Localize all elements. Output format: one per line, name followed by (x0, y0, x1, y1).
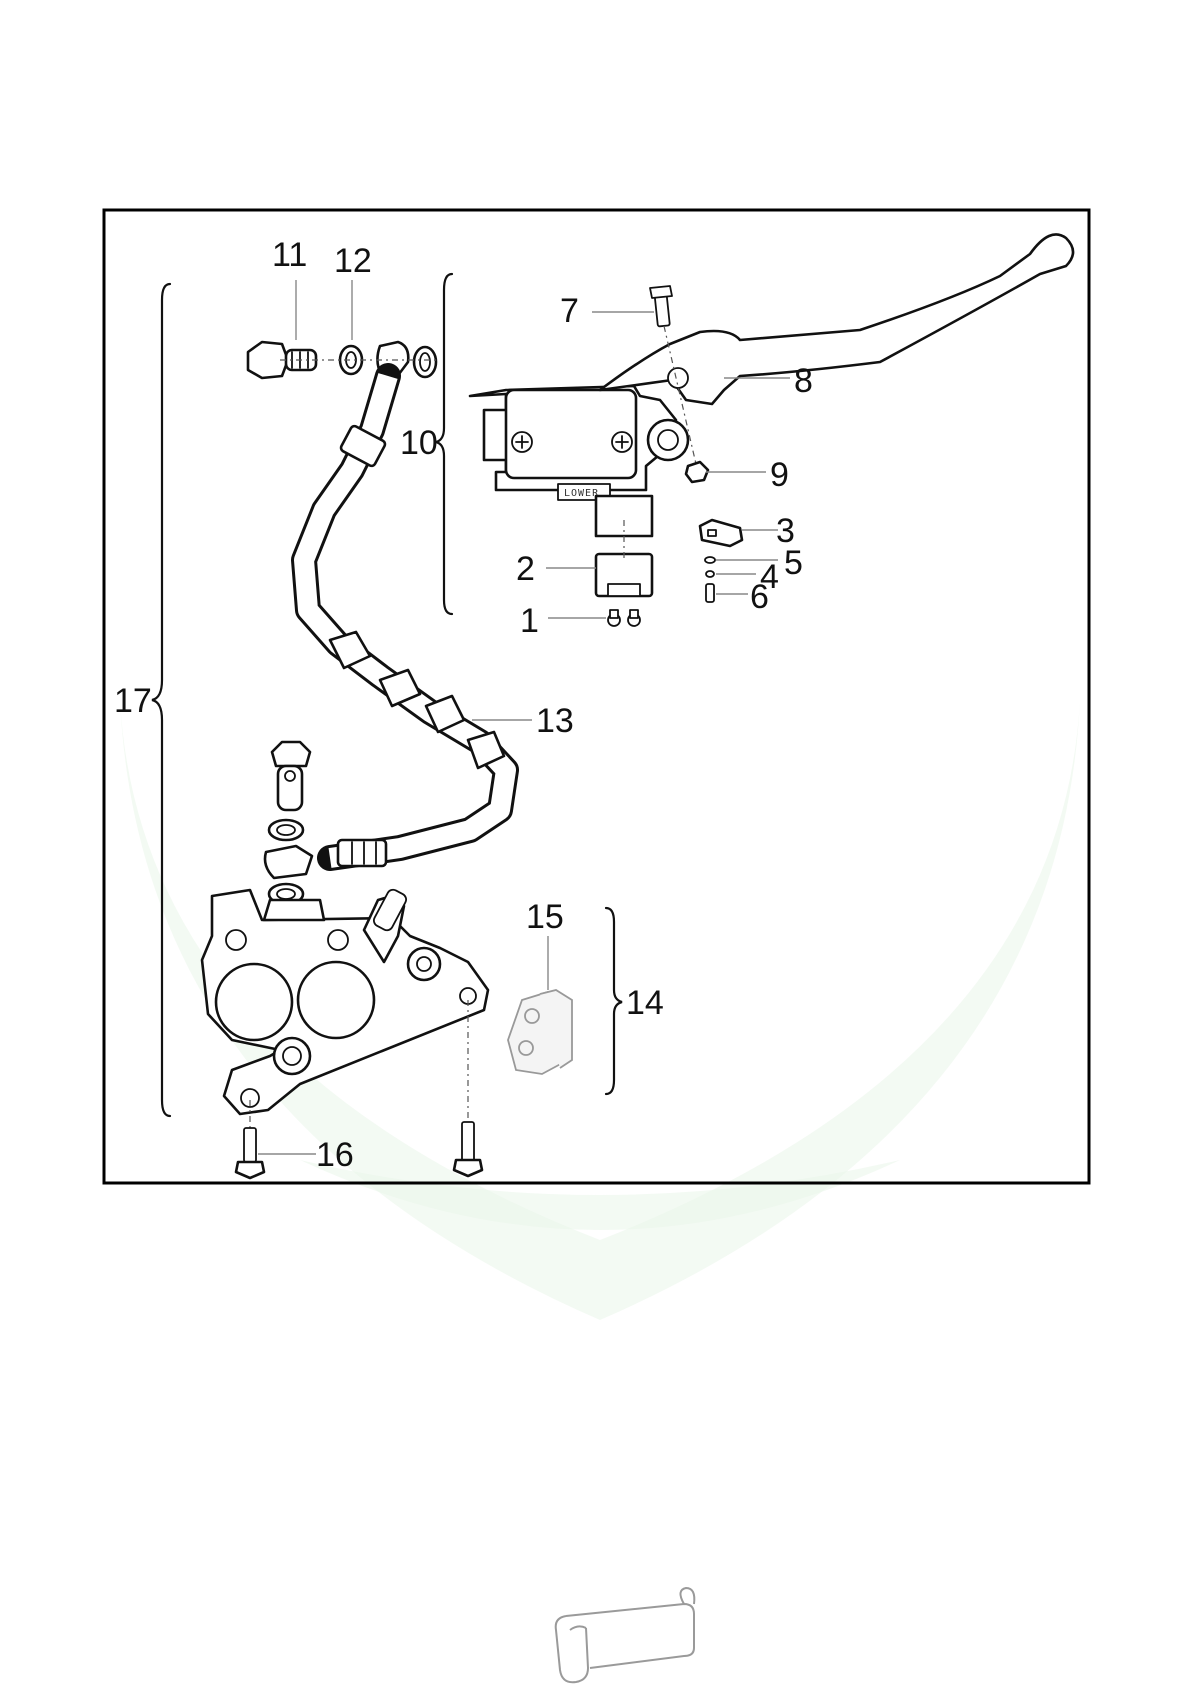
hose-banjo-end-lower (265, 846, 312, 878)
callout-1: 1 (520, 602, 539, 640)
reservoir-boot (596, 554, 652, 596)
callout-11: 11 (272, 236, 307, 274)
brake-pad-set (508, 990, 572, 1074)
switch-washer-5 (705, 557, 715, 563)
cap-screws (608, 610, 640, 626)
pivot-bolt (650, 286, 672, 327)
washer-upper-1 (340, 346, 362, 374)
callout-8: 8 (794, 362, 813, 400)
brake-caliper (202, 888, 488, 1114)
callout-14: 14 (626, 984, 664, 1022)
callout-16: 16 (316, 1136, 354, 1174)
scroll-icon (556, 1588, 695, 1682)
banjo-bolt-lower (272, 742, 310, 810)
caliper-bolt-left (236, 1128, 264, 1178)
brake-lever (600, 234, 1073, 404)
callout-7: 7 (560, 292, 579, 330)
callout-12: 12 (334, 242, 372, 280)
lower-stamp: LOWER (564, 488, 599, 499)
callout-9: 9 (770, 456, 789, 494)
callout-5: 5 (784, 544, 803, 582)
washer-lower-2-inner (277, 889, 295, 899)
brake-switch (700, 520, 742, 546)
callout-2: 2 (516, 550, 535, 588)
brace-14 (606, 908, 622, 1094)
master-cylinder: LOWER (470, 386, 688, 536)
washer-upper-2 (414, 347, 436, 377)
callout-13: 13 (536, 702, 574, 740)
pivot-nut (686, 462, 708, 482)
callout-6: 6 (750, 578, 769, 616)
callout-17: 17 (114, 682, 152, 720)
brace-17 (152, 284, 170, 1116)
brace-10 (436, 274, 452, 614)
switch-screw-6 (706, 584, 714, 602)
caliper-bolt-right (454, 1122, 482, 1176)
washer-lower-1-inner (277, 825, 295, 835)
callout-10: 10 (400, 424, 438, 462)
switch-spring-4 (706, 571, 714, 577)
callout-15: 15 (526, 898, 564, 936)
